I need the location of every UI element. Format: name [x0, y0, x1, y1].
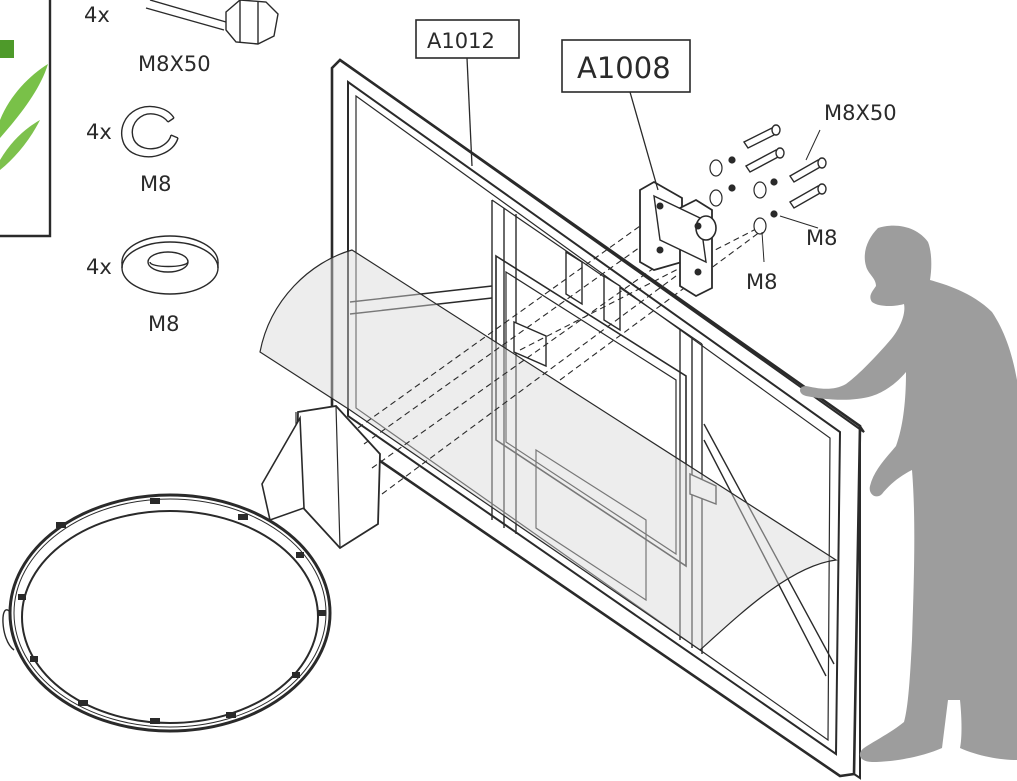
- parts-list: 4x M8X50 4x M8 4x M8: [84, 0, 279, 336]
- basketball-rim: [2, 405, 381, 733]
- hardware-set: [709, 124, 827, 263]
- flat-washer-qty: 4x: [86, 255, 112, 279]
- nuts-label: M8: [806, 226, 837, 250]
- callout-bracket-label: A1008: [577, 51, 671, 85]
- curved-panel: [259, 249, 838, 651]
- inset-panel: [0, 0, 52, 238]
- leaf-illustration: [0, 0, 50, 236]
- flat-washer-size: M8: [148, 312, 179, 336]
- callout-bracket: A1008: [561, 39, 691, 191]
- washer-nut-row: [709, 156, 778, 235]
- mounting-bracket: [639, 180, 717, 298]
- callout-board: A1012: [415, 19, 520, 167]
- rim-net-hooks: [18, 498, 326, 724]
- callout-board-label: A1012: [427, 29, 495, 53]
- backboard: [330, 58, 865, 780]
- bolts-label: M8X50: [824, 101, 897, 125]
- bolt-size: M8X50: [138, 52, 211, 76]
- spring-washer-icon: [121, 105, 179, 158]
- person-silhouette: [800, 225, 1017, 762]
- bolt-row: [742, 124, 827, 209]
- bolt-icon: [145, 0, 279, 45]
- bolt-qty: 4x: [84, 3, 110, 27]
- spring-washer-size: M8: [140, 172, 171, 196]
- washers-label: M8: [746, 270, 777, 294]
- alignment-lines: [357, 225, 769, 495]
- spring-washer-qty: 4x: [86, 120, 112, 144]
- flat-washer-icon: [121, 235, 219, 295]
